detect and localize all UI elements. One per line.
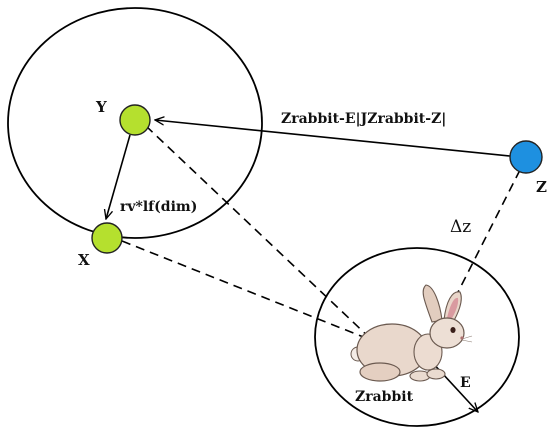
rabbit-icon — [350, 284, 473, 382]
node-z — [509, 140, 543, 174]
node-x — [91, 222, 123, 254]
node-y — [119, 104, 151, 136]
label-edge-y-to-x: rv*lf(dim) — [120, 199, 197, 215]
arrow-y-to-x — [106, 134, 131, 219]
label-edge-z-to-y: Zrabbit-E|JZrabbit-Z| — [281, 111, 446, 127]
arrow-escape-e — [429, 359, 478, 412]
search-region-circle-large — [7, 7, 263, 239]
dashed-arrow-x-to-rabbit — [121, 240, 376, 342]
arrow-z-to-y — [155, 120, 511, 157]
label-node-y: Y — [95, 98, 107, 116]
search-region-circle-rabbit — [314, 247, 520, 427]
label-rabbit: Zrabbit — [355, 389, 414, 405]
dashed-line-y-to-rabbit — [145, 125, 373, 341]
dashed-line-z-to-rabbit — [454, 169, 521, 299]
label-escape-e: E — [460, 375, 471, 391]
label-delta-z: Δz — [450, 217, 471, 237]
label-node-z: Z — [536, 178, 547, 196]
label-node-x: X — [78, 251, 90, 269]
